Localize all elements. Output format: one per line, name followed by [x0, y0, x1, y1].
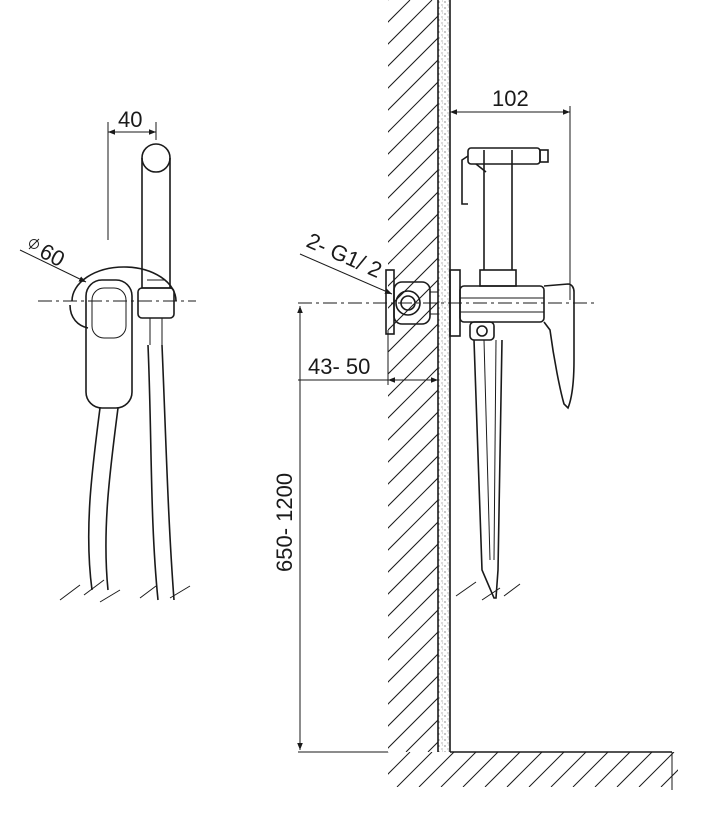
dimension-height-label: 650- 1200 [272, 473, 297, 572]
wall-section [388, 0, 717, 752]
wall-hatch-line [388, 59, 438, 111]
dimension-102-label: 102 [492, 86, 529, 111]
floor-hatch-line [550, 752, 587, 787]
wall-hatch-line [560, 0, 717, 752]
wall-hatch-line [388, 609, 438, 661]
floor-hatch-line [388, 752, 389, 753]
wall-hatch-line [388, 345, 438, 397]
wall-hatch-line [388, 81, 438, 133]
lever-handle-front [85, 279, 133, 409]
mixer-body [449, 269, 575, 410]
floor-hatch-line [396, 752, 433, 787]
wall-hatch-line [670, 0, 717, 752]
wall-hatch-line [450, 0, 717, 752]
wall-hatch-line [538, 0, 717, 752]
wall-hatch-line [388, 125, 438, 177]
wall-hatch-line [388, 543, 438, 595]
floor-hatch-line [683, 752, 717, 787]
dimension-depth: 43- 50 [298, 330, 438, 385]
break-marks-side [455, 581, 521, 601]
wall-hatch-line [388, 169, 438, 221]
dimension-diameter-60: 60 [19, 238, 87, 283]
floor-hatch-line [418, 752, 455, 787]
wall-hatch-line [582, 0, 717, 752]
dimension-102: 102 [450, 86, 571, 300]
wall-hatch-line [388, 631, 438, 683]
wall-hatch-line [626, 0, 717, 752]
wall-hatch-line [648, 0, 717, 752]
wall-hatch-line [388, 521, 438, 573]
wall-hatch-line [388, 37, 438, 89]
front-view: 40 60 [19, 107, 196, 603]
wall-hatch-line [494, 0, 717, 752]
dimension-diameter-60-label: 60 [36, 238, 69, 272]
dimension-40: 40 [107, 107, 157, 240]
floor-hatch-line [528, 752, 565, 787]
wall-hatch-line [405, 719, 438, 752]
embedded-connector [385, 269, 438, 335]
floor-hatch-line [388, 752, 411, 775]
hose-front [87, 344, 175, 601]
floor-section [388, 751, 717, 790]
wall-hatch-line [388, 15, 438, 67]
floor-hatch-line [440, 752, 477, 787]
wall-hatch-line [472, 0, 717, 752]
wall-hatch-line [388, 587, 438, 639]
handshower-side [461, 147, 549, 287]
wall-hatch-line [388, 499, 438, 551]
dimension-thread-label: 2- G1/ 2 [303, 228, 386, 283]
wall-hatch-line [388, 367, 438, 419]
dimension-40-label: 40 [118, 107, 142, 132]
wall-hatch-line [388, 389, 438, 441]
diameter-symbol-icon [29, 239, 39, 249]
floor-hatch-line [506, 752, 543, 787]
handshower-front [137, 143, 175, 345]
wall-hatch-line [604, 0, 717, 752]
dimension-height: 650- 1200 [272, 306, 388, 753]
wall-hatch-line [692, 0, 717, 752]
floor-hatch-line [572, 752, 609, 787]
floor-hatch-line [638, 752, 675, 787]
wall-hatch-line [427, 741, 438, 752]
break-marks-front [59, 579, 191, 603]
wall-hatch-line [516, 0, 717, 752]
floor-hatch-line [462, 752, 499, 787]
floor-hatch-line [705, 752, 717, 787]
floor-hatch-line [660, 769, 678, 787]
floor-hatch-line [594, 752, 631, 787]
wall-hatch-line [388, 103, 438, 155]
wall-hatch-line [388, 433, 438, 485]
wall-hatch-line [388, 675, 438, 727]
floor-hatch-line [616, 752, 653, 787]
side-view: 102 2- G1/ 2 43- 50 650- 1200 [272, 0, 717, 790]
dimension-depth-label: 43- 50 [308, 354, 370, 379]
floor-hatch-line [484, 752, 521, 787]
dimension-thread: 2- G1/ 2 [299, 228, 393, 295]
hose-side [469, 321, 503, 599]
wall-hatch-line [388, 653, 438, 705]
wall-hatch-line [388, 147, 438, 199]
wall-hatch-line [388, 697, 438, 749]
